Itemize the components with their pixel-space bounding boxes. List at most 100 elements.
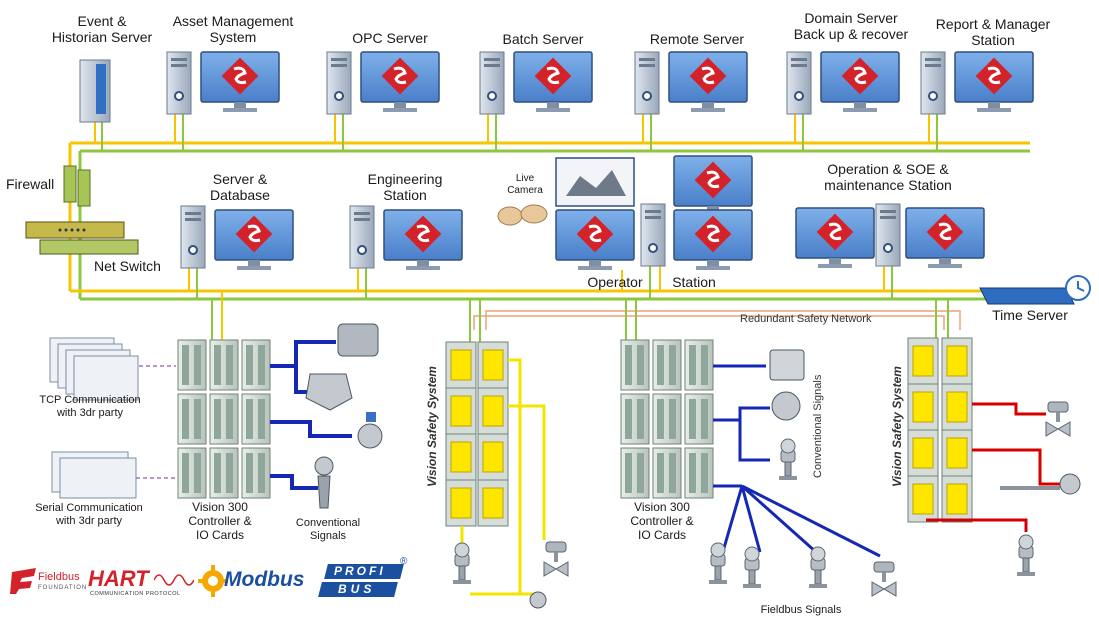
safety-red-3: [926, 518, 1028, 532]
operator-label: Operator: [587, 274, 643, 290]
safety-card-icon: [477, 433, 509, 481]
modbus-logo-text: Modbus: [224, 568, 305, 591]
flow-transmitter-icon: [529, 591, 547, 609]
domain-server-label: Domain Server Back up & recover: [793, 10, 909, 43]
top-workstation-4: [634, 51, 747, 115]
io-card-icon: [241, 339, 271, 391]
flowmeter-head: [366, 412, 376, 422]
io-card-icon: [177, 393, 207, 445]
pressure-transmitter-icon: [452, 542, 472, 585]
io-card-icon: [620, 339, 650, 391]
io-card-icon: [652, 339, 682, 391]
safety-card-icon: [445, 479, 477, 527]
engineering-station-label: Engineering Station: [367, 171, 443, 204]
safety-yellow-2: [508, 404, 546, 540]
actuator-icon: [305, 373, 353, 411]
workstation-tower-icon: [349, 205, 375, 269]
monitor-icon: [796, 208, 874, 268]
workstation-tower-icon: [920, 51, 946, 115]
profibus-registered-mark: ®: [400, 556, 408, 567]
safety-card-icon: [907, 475, 939, 523]
safety-flow-icon: [1059, 473, 1081, 495]
safety-card-icon: [907, 429, 939, 477]
signal-line-radar: [270, 474, 318, 490]
monitor-icon: [384, 210, 462, 270]
conventional-signals-right-label: Conventional Signals: [812, 374, 824, 478]
hmi-plant-graphic: [566, 170, 626, 196]
event-historian-server: [79, 59, 111, 123]
hmi-screen-icon: [555, 157, 635, 207]
io-card-icon: [209, 393, 239, 445]
signal-line-level: [738, 420, 770, 462]
io-card-icon: [209, 339, 239, 391]
firewall-icon-2: [77, 169, 91, 207]
fieldbus-line-3: [741, 484, 817, 554]
remote-server-label: Remote Server: [649, 31, 745, 47]
safety-card-icon: [907, 383, 939, 431]
safety-card-icon: [445, 433, 477, 481]
top-workstation-2: [326, 51, 439, 115]
net-switch: [25, 221, 139, 255]
operator-station-label: Station: [672, 274, 716, 290]
monitor-icon: [674, 156, 752, 216]
io-card-icon: [684, 339, 714, 391]
switch-led: [64, 228, 68, 232]
third-party-tcp-icon: [73, 355, 139, 401]
safety-card-icon: [477, 341, 509, 389]
controller-left: [177, 339, 271, 499]
top-workstation-5: [786, 51, 899, 115]
workstation-tower-icon: [166, 51, 192, 115]
controller-right-label: Vision 300 Controller & IO Cards: [630, 500, 694, 542]
switch-icon: [25, 221, 125, 239]
camera-icon-2: [520, 204, 548, 224]
clock-hands: [1077, 281, 1085, 292]
radar-icon: [314, 456, 334, 476]
live-camera-label: Live Camera: [507, 173, 543, 196]
hart-wave-icon: [154, 574, 194, 586]
profibus-bottom-text: BUS: [338, 582, 376, 596]
workstation-tower-icon: [479, 51, 505, 115]
middle-workstation-2: [349, 205, 462, 270]
signal-line-motor: [270, 340, 336, 368]
safety-system-right-label: Vision Safety System: [890, 366, 904, 487]
asset-management-system-label: Asset Management System: [172, 13, 294, 46]
safety-card-icon: [445, 341, 477, 389]
monitor-icon: [215, 210, 293, 270]
fieldbus-transmitter-icon: [708, 542, 728, 585]
workstation-tower-icon: [875, 203, 901, 267]
fieldbus-logo-sub: FOUNDATION: [38, 585, 88, 591]
workstation-tower-icon: [640, 203, 666, 267]
io-card-icon: [652, 393, 682, 445]
io-card-icon: [177, 339, 207, 391]
io-card-icon: [241, 393, 271, 445]
monitor-icon: [821, 52, 899, 112]
safety-system-left: [445, 341, 509, 527]
firewall-label: Firewall: [6, 176, 55, 192]
io-card-icon: [620, 447, 650, 499]
firewall-icon: [63, 165, 77, 203]
signal-line-flowmeter: [270, 420, 352, 438]
monitor-icon: [674, 210, 752, 270]
monitor-icon: [669, 52, 747, 112]
io-card-icon: [620, 393, 650, 445]
controller-right: [620, 339, 714, 499]
report-manager-station-label: Report & Manager Station: [935, 16, 1051, 49]
workstation-tower-icon: [634, 51, 660, 115]
fieldbus-transmitter-icon-2: [742, 546, 762, 589]
top-workstation-3: [479, 51, 592, 115]
fieldbus-logo-text: Fieldbus: [38, 571, 80, 583]
time-server-icon: [979, 287, 1075, 305]
switch-led: [76, 228, 80, 232]
event-historian-server-label: Event & Historian Server: [51, 13, 153, 46]
safety-card-icon: [941, 383, 973, 431]
profibus-logo: PROFI BUS ®: [318, 556, 410, 602]
io-card-icon: [684, 447, 714, 499]
server-tower-panel: [96, 64, 106, 114]
io-card-icon: [684, 393, 714, 445]
workstation-tower-icon: [786, 51, 812, 115]
hart-logo: HART COMMUNICATION PROTOCOL: [88, 566, 200, 602]
safety-red-2: [972, 448, 1060, 486]
monitor-icon: [361, 52, 439, 112]
flowmeter-icon: [357, 423, 383, 449]
